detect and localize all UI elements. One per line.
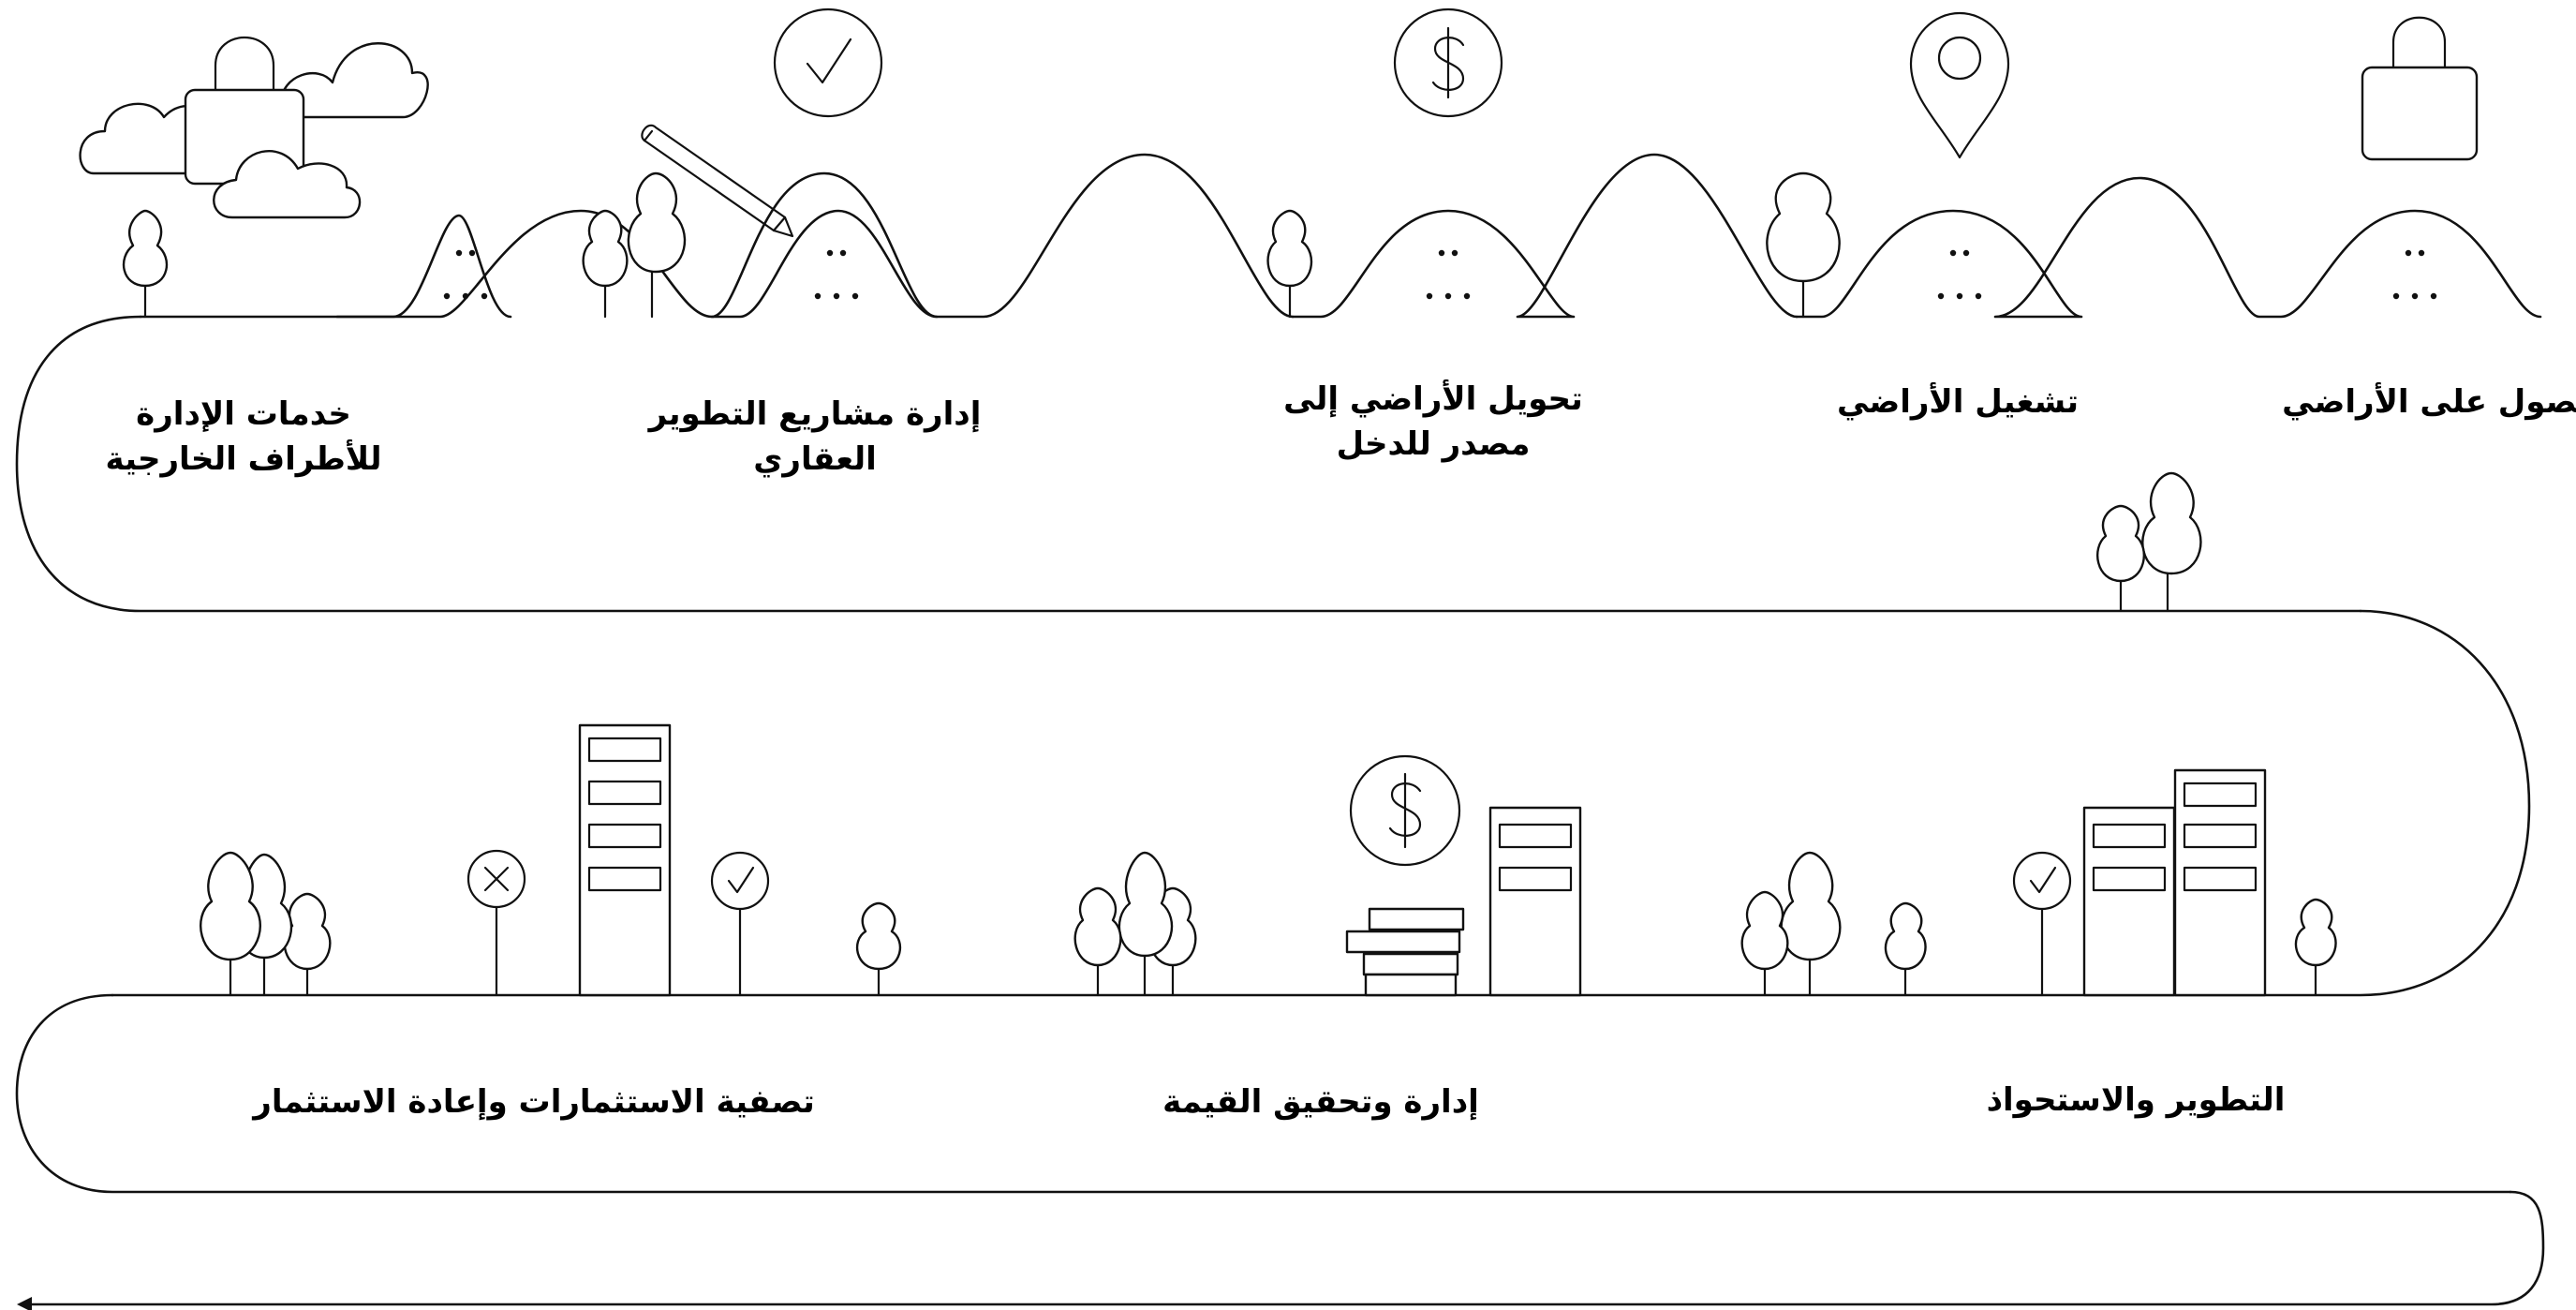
tree-icon	[2141, 471, 2202, 613]
building-icon	[1488, 806, 1582, 997]
tree-icon	[1073, 886, 1122, 997]
tree-icon	[1266, 209, 1313, 319]
tree-icon	[2096, 504, 2145, 613]
stage-label-project-management: إدارة مشاريع التطوير العقاري	[648, 395, 982, 478]
lock-icon	[2361, 16, 2479, 161]
dollar-icon	[1393, 7, 1503, 118]
tree-icon	[627, 171, 687, 319]
cloud-icon	[213, 150, 362, 219]
location-pin-icon	[1909, 11, 2010, 159]
path-loop-left-1	[15, 315, 2362, 613]
stage-label-land-operation: تشغيل الأراضي	[1836, 383, 2080, 421]
hill-dots	[443, 249, 2437, 300]
stage-label-land-acquisition: الحصول على الأراضي	[2282, 383, 2576, 421]
tree-icon	[1884, 901, 1927, 997]
arrow-head	[17, 1297, 32, 1310]
path-row1-hills	[1795, 176, 2542, 319]
pencil-icon	[641, 124, 794, 238]
stage-label-liquidation-reinvestment: تصفية الاستثمارات وإعادة الاستثمار	[253, 1083, 815, 1121]
path-row1-hill-5	[335, 209, 939, 319]
path-row1-hill-4	[710, 153, 1295, 319]
stage-label-land-to-income: تحويل الأراضي إلى مصدر للدخل	[1283, 380, 1583, 463]
stage-label-value-management: إدارة وتحقيق القيمة	[1162, 1083, 1479, 1121]
path-row1-hill-6	[139, 214, 512, 319]
stage-label-third-party-services: خدمات الإدارة للأطراف الخارجية	[105, 395, 382, 478]
check-icon	[710, 851, 770, 997]
stage-label-development-acquisition: التطوير والاستحواذ	[1986, 1081, 2286, 1119]
tree-icon	[1740, 890, 1789, 997]
path-loop-right-1	[111, 609, 2531, 997]
building-icon	[2082, 806, 2176, 997]
tree-icon	[1118, 851, 1174, 997]
building-icon	[578, 723, 672, 997]
building-icon	[2173, 768, 2267, 997]
tree-icon	[1780, 851, 1842, 997]
tree-icon	[855, 901, 902, 997]
tree-icon	[1766, 171, 1841, 319]
dollar-icon	[1349, 754, 1461, 867]
tree-icon	[122, 209, 169, 319]
coin-stack-icon	[1345, 907, 1465, 997]
path-loop-right-2	[26, 1190, 2545, 1306]
check-icon	[2012, 851, 2072, 997]
tree-icon	[283, 892, 332, 997]
tree-icon	[2294, 898, 2337, 997]
path-loop-left-2	[15, 993, 2512, 1194]
tree-icon	[200, 851, 261, 997]
tree-icon	[582, 209, 629, 319]
x-icon	[466, 849, 526, 997]
check-icon	[773, 7, 883, 118]
path-row1-hill-3	[1291, 153, 1799, 319]
